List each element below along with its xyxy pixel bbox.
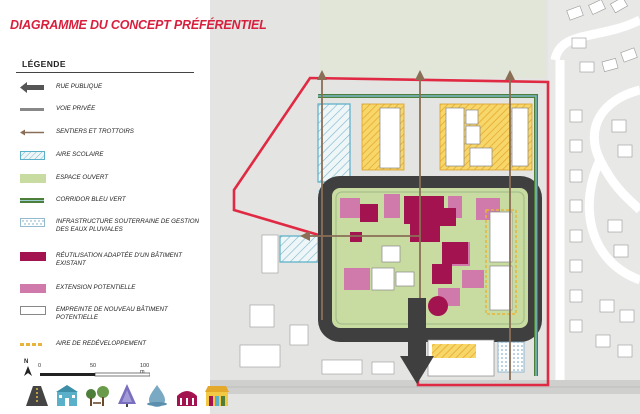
scale-tick-50: 50 [90,363,97,369]
corridor-swatch-icon [20,198,44,203]
residential-road [550,15,640,380]
private-road-line-icon [20,108,44,111]
north-label: N [24,359,29,365]
path-arrow-icon [20,129,44,136]
legend-divider [16,72,194,73]
legend-heading: LÉGENDE [22,59,66,69]
stormwater-infrastructure [497,341,525,373]
central-campus [332,188,528,328]
school-area-swatch-icon [20,151,45,160]
new-building-footprints-north [445,107,529,167]
road-icon [26,386,48,406]
tree-icon [118,384,136,407]
redevelopment-parcel-east [485,209,517,315]
extension-swatch-icon [20,284,46,293]
map-bottom-strip [210,394,640,414]
legend-label: INFRASTRUCTURE SOUTERRAINE DE GESTION DE… [56,218,200,233]
redevelopment-parcel-nw-building [379,107,401,169]
water-drop-icon [147,385,167,407]
legend-label: ESPACE OUVERT [56,174,109,181]
school-area-west [279,235,319,263]
school-icon [56,385,78,406]
adaptive-reuse-buildings [350,196,468,316]
green-strip [320,0,546,78]
scale-tick-0: 0 [38,363,42,369]
open-space-swatch-icon [20,174,46,183]
heritage-building-icon [177,391,197,406]
legend-label: SENTIERS ET TROTTOIRS [56,128,134,135]
park-icon [86,386,109,406]
footprint-swatch-icon [20,306,46,315]
market-icon [205,386,229,406]
legend-label: AIRE SCOLAIRE [56,151,104,158]
campus-inner-edge [335,191,525,325]
scale-tick-100: 100 m [140,363,150,375]
reuse-swatch-icon [20,252,46,261]
legend-label: EMPREINTE DE NOUVEAU BÂTIMENT POTENTIELL… [56,306,168,321]
scale-bar-graphic [40,372,150,377]
residential-houses [566,0,638,358]
north-arrow-icon [24,366,32,376]
diagram-title: DIAGRAMME DU CONCEPT PRÉFÉRENTIEL [10,18,267,32]
redevelopment-swatch-icon [20,343,44,346]
paths-and-sidewalks [306,76,511,380]
legend-label: AIRE DE REDÉVELOPPEMENT [56,340,147,347]
public-road-arrow-icon [20,82,44,93]
new-building-footprints-east [371,211,513,311]
legend-label: EXTENSION POTENTIELLE [56,284,136,291]
legend-label: RÉUTILISATION ADAPTÉE D'UN BÂTIMENT EXIS… [56,252,182,267]
legend-label: VOIE PRIVÉE [56,105,96,112]
public-road-entry [400,298,434,384]
legend-panel: DIAGRAMME DU CONCEPT PRÉFÉRENTIEL LÉGEND… [0,0,267,414]
scale-bar: 0 50 100 m [38,363,150,378]
legend-label: RUE PUBLIQUE [56,83,103,90]
path-arrowheads [300,70,515,241]
legend-label: CORRIDOR BLEU VERT [56,196,126,203]
stormwater-swatch-icon [20,218,45,227]
